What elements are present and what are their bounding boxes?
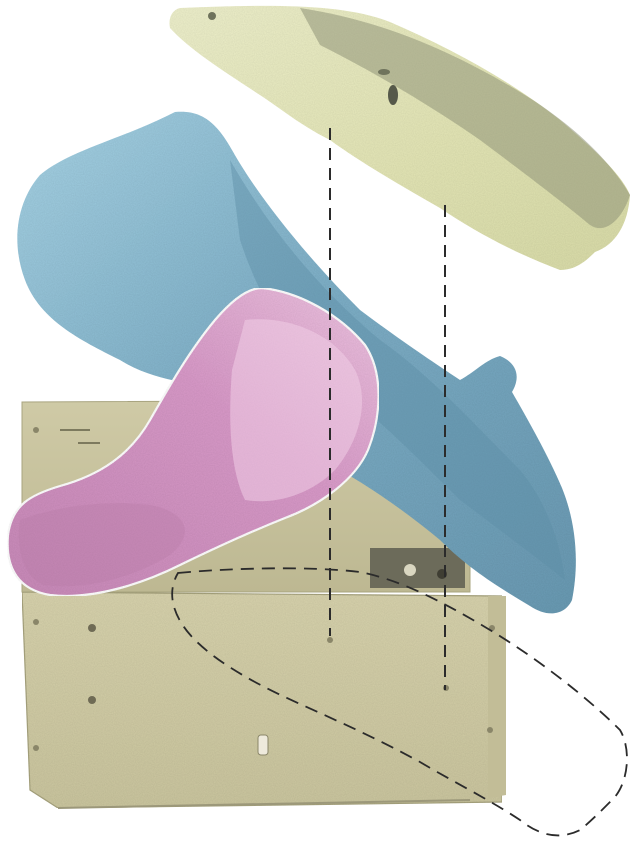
box-screw [487,727,493,733]
box-handle [258,735,268,755]
box-screw [33,427,39,433]
box-internal-knob [404,564,416,576]
box-screw [327,637,333,643]
yellow-fragment-mark [378,69,390,75]
box-screw [33,619,39,625]
yellow-fragment-mark [388,85,398,105]
box-screw [88,696,96,704]
box-internal-part [370,548,465,588]
box-screw [33,745,39,751]
box-screw [88,624,96,632]
yellow-fragment-speck [208,12,216,20]
